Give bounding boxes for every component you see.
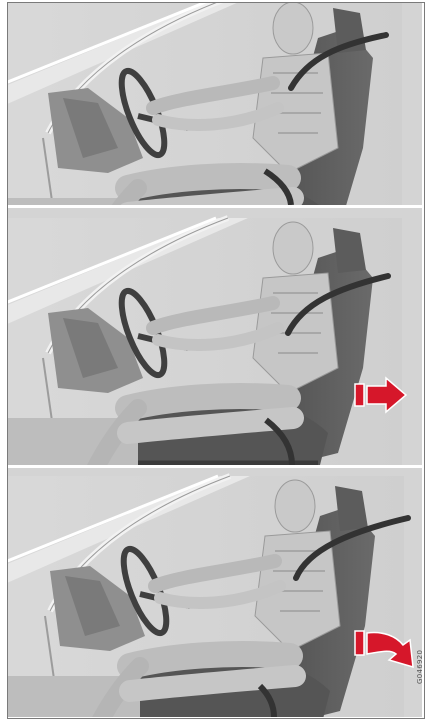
panel-normal-position	[8, 3, 422, 205]
car-interior-illustration	[8, 468, 422, 717]
figure-code: G046920	[416, 644, 424, 684]
car-interior-illustration	[8, 208, 422, 465]
car-interior-illustration	[8, 3, 422, 205]
panel-seat-tilts-back	[8, 468, 422, 717]
panel-seat-moves-back	[8, 208, 422, 465]
